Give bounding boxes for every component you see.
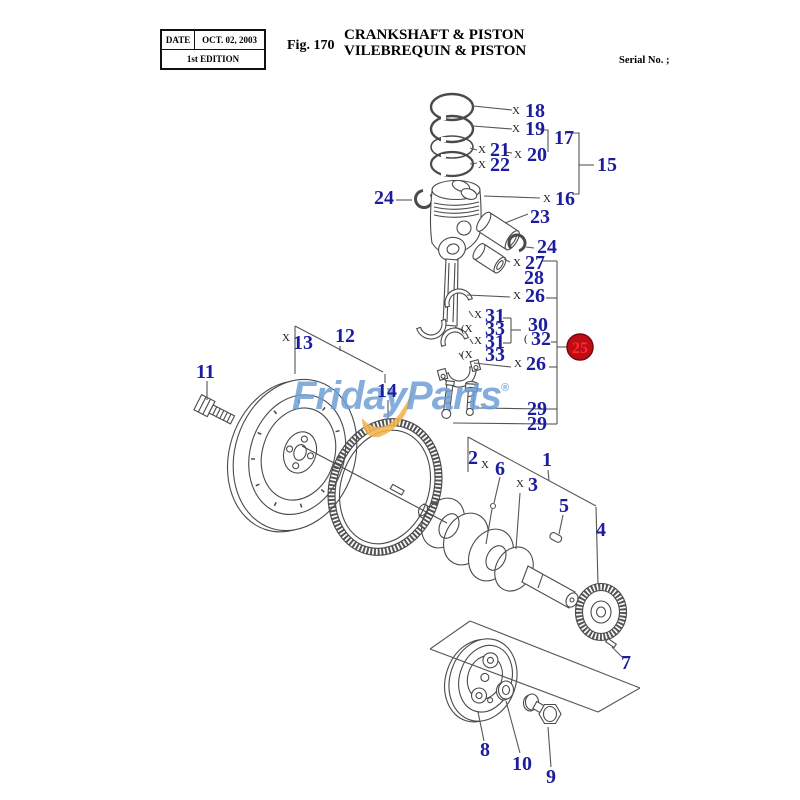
edition-label: 1st EDITION [160, 49, 266, 70]
x-mark: X [513, 257, 521, 269]
callout-26: 26 [525, 285, 545, 307]
callout-23: 23 [530, 206, 550, 228]
callout-33: 33 [485, 344, 505, 366]
alignment-dowel [301, 445, 448, 524]
x-mark: X [512, 123, 520, 135]
highlighted-callout-25: 25 [566, 333, 594, 361]
gear-pin [604, 637, 618, 649]
callout-20: 20 [527, 144, 547, 166]
serial-number-label: Serial No. ; [619, 55, 670, 66]
circlip-right [507, 233, 527, 253]
callout-31: 31 [485, 305, 505, 327]
callout-33: 33 [485, 318, 505, 340]
callout-26: 26 [526, 353, 546, 375]
highlight-number: 25 [572, 340, 588, 357]
rod-bolts [441, 380, 479, 419]
x-mark: X [474, 335, 482, 347]
callout-14: 14 [377, 380, 397, 402]
x-mark: X [282, 332, 290, 344]
x-mark: X [478, 159, 486, 171]
edition-table: DATE OCT. 02, 2003 1st EDITION [160, 29, 266, 70]
callout-1: 1 [542, 449, 552, 471]
crankshaft-pulley [444, 638, 518, 723]
callout-17: 17 [554, 127, 574, 149]
leader-lines [206, 105, 641, 768]
x-mark: X [514, 358, 522, 370]
flywheel-bolt [193, 393, 236, 425]
callout-32: 32 [531, 328, 551, 350]
callout-28: 28 [524, 267, 544, 289]
flywheel [226, 378, 358, 533]
callout-9: 9 [546, 766, 556, 788]
x-mark: X [543, 193, 551, 205]
x-mark: X [514, 149, 522, 161]
callout-13: 13 [293, 332, 313, 354]
callout-7: 7 [621, 652, 631, 674]
crankshaft-gear [574, 582, 628, 642]
callout-29: 29 [527, 413, 547, 435]
x-mark: X [512, 105, 520, 117]
callout-8: 8 [480, 739, 490, 761]
callout-19: 19 [525, 118, 545, 140]
callout-22: 22 [490, 154, 510, 176]
x-mark: X [474, 309, 482, 321]
circlip-left [414, 189, 434, 210]
callout-6: 6 [495, 458, 505, 480]
x-mark: (X [461, 349, 473, 361]
callout-24: 24 [537, 236, 557, 258]
washer [495, 680, 515, 701]
small-end-bushing [472, 243, 507, 274]
x-mark: X [481, 459, 489, 471]
callout-3: 3 [528, 474, 538, 496]
highlight-circle [566, 333, 594, 361]
callout-24: 24 [374, 187, 394, 209]
pulley-bolt [522, 693, 562, 725]
callout-5: 5 [559, 495, 569, 517]
callout-15: 15 [597, 154, 617, 176]
callout-16: 16 [555, 188, 575, 210]
x-mark: ( [524, 333, 528, 345]
callout-21: 21 [490, 139, 510, 161]
title-english: CRANKSHAFT & PISTON [344, 27, 525, 43]
callout-12: 12 [335, 325, 355, 347]
callout-11: 11 [196, 361, 215, 383]
bearing-shells [416, 288, 474, 348]
figure-number: Fig. 170 [287, 38, 335, 53]
woodruff-key [549, 532, 563, 543]
callout-18: 18 [525, 100, 545, 122]
callout-10: 10 [512, 753, 532, 775]
x-mark: X [478, 144, 486, 156]
callout-30: 30 [528, 314, 548, 336]
title-french: VILEBREQUIN & PISTON [344, 43, 527, 59]
x-mark: X [516, 478, 524, 490]
callout-4: 4 [596, 519, 606, 541]
callout-2: 2 [468, 447, 478, 469]
callout-31: 31 [485, 331, 505, 353]
x-mark: (X [461, 323, 473, 335]
callout-29: 29 [527, 398, 547, 420]
x-mark: X [513, 290, 521, 302]
page-title: CRANKSHAFT & PISTON VILEBREQUIN & PISTON [344, 27, 526, 59]
callout-27: 27 [525, 252, 545, 274]
